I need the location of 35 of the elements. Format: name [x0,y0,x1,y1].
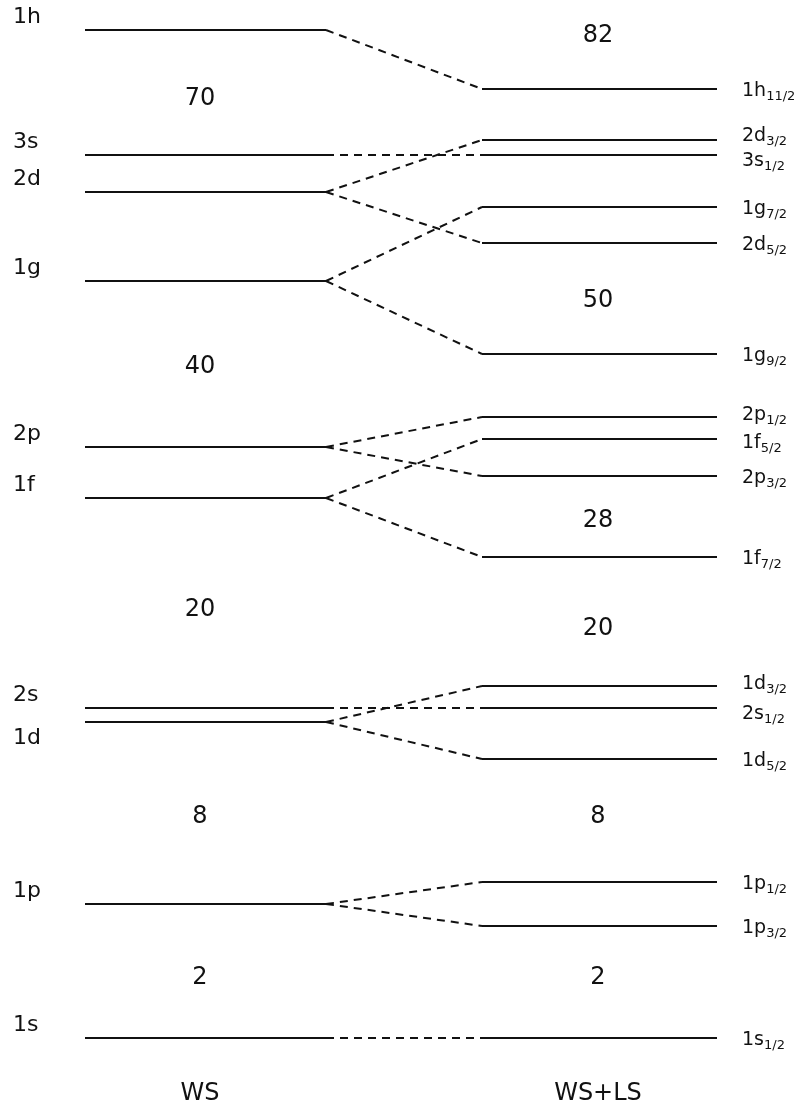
connector-line [325,1037,483,1039]
level-label: 2d [13,166,41,190]
magic-number: 28 [582,505,614,533]
connector-line [325,707,483,709]
magic-number: 8 [590,801,606,829]
connector-line [325,721,483,760]
connector-line [325,416,483,448]
level-label: 1d [13,725,41,749]
magic-number: 20 [582,613,614,641]
magic-number: 50 [582,285,614,313]
level-label: 2s [13,682,39,706]
magic-number: 2 [192,962,208,990]
level-label: 3s [13,129,39,153]
connector-line [325,903,483,927]
magic-number: 70 [184,83,216,111]
level-label: 1f [13,472,35,496]
magic-number: 8 [192,801,208,829]
connector-line [325,446,483,477]
connector-line [325,191,483,244]
magic-number: 40 [184,351,216,379]
connector-line [325,154,483,156]
column-label: WS [180,1078,220,1105]
magic-number: 20 [184,594,216,622]
connector-line [325,139,483,193]
level-label: 1h [13,4,41,28]
level-label: 2p [13,421,41,445]
level-label: 1g [13,255,41,279]
column-label: WS+LS [554,1078,642,1105]
level-label: 1p [13,878,41,902]
connector-line [325,685,483,723]
connector-line [325,206,483,282]
magic-number: 82 [582,20,614,48]
magic-number: 2 [590,962,606,990]
level-label: 1s [13,1012,39,1036]
connector-line [325,280,483,355]
